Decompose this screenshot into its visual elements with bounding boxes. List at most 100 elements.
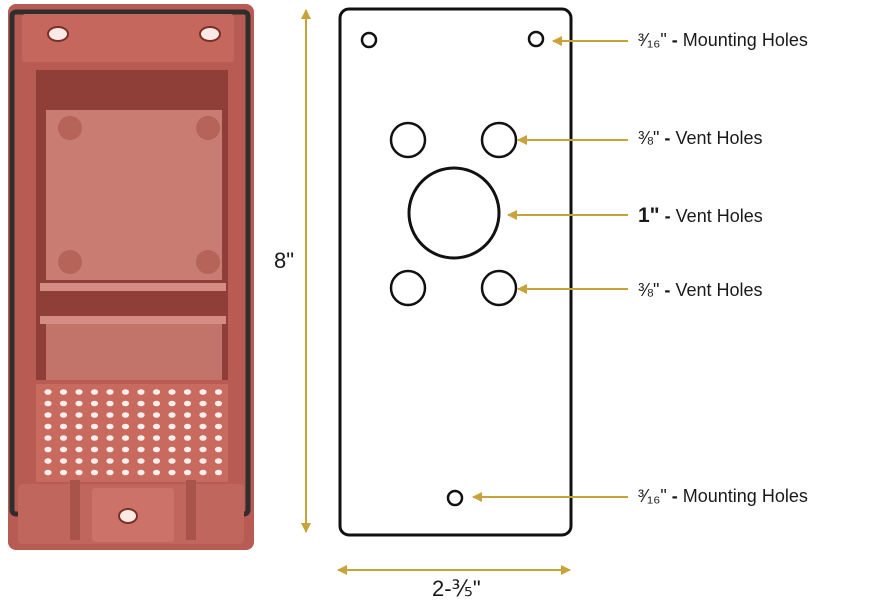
perforation-hole <box>168 389 176 395</box>
plate-outline <box>338 7 573 537</box>
vent-box-ledge-upper <box>40 283 226 291</box>
perforation-hole <box>59 400 68 407</box>
perforation-hole <box>121 412 130 418</box>
perforation-hole <box>214 435 223 441</box>
perforation-hole <box>214 446 223 453</box>
callout-dash-1: - <box>671 30 678 50</box>
perforation-hole <box>214 423 223 430</box>
perforation-hole <box>183 389 192 395</box>
vent-box-top-hole-left <box>47 26 69 42</box>
perforation-hole <box>137 458 145 464</box>
perforation-hole <box>106 400 114 407</box>
perforation-hole <box>199 423 207 430</box>
perforation-hole <box>199 400 207 407</box>
perforation-hole <box>152 423 161 430</box>
perforation-hole <box>90 469 99 476</box>
perforation-hole <box>137 435 145 441</box>
vent-box-perforations <box>44 389 223 476</box>
perforation-hole <box>75 435 83 441</box>
callout-text-3: Vent Holes <box>675 206 763 226</box>
perforation-hole <box>90 435 99 441</box>
height-label: 8" <box>274 248 295 273</box>
callout-text-4: Vent Holes <box>675 280 763 300</box>
perforation-hole <box>59 423 68 430</box>
vent-box-bottom-rib-left <box>70 480 80 540</box>
perforation-hole <box>183 400 192 407</box>
perforation-hole <box>199 412 207 418</box>
perforation-hole <box>121 435 130 441</box>
perforation-hole <box>199 389 207 395</box>
perforation-hole <box>59 446 68 453</box>
perforation-hole <box>106 469 114 476</box>
perforation-hole <box>121 423 130 430</box>
perforation-hole <box>137 389 145 395</box>
perforation-hole <box>75 400 83 407</box>
perforation-hole <box>121 389 130 395</box>
callout-label-2: ⅜" - Vent Holes <box>638 128 763 149</box>
perforation-hole <box>106 435 114 441</box>
callout-size-4: ⅜" <box>638 280 660 300</box>
perforation-hole <box>44 446 52 453</box>
callout-dash-4: - <box>664 280 671 300</box>
perforation-hole <box>121 458 130 464</box>
perforation-hole <box>90 423 99 430</box>
mounting-hole-bottom <box>446 489 464 507</box>
perforation-hole <box>152 446 161 453</box>
callout-size-3: 1" <box>638 204 660 227</box>
perforation-hole <box>199 458 207 464</box>
perforation-hole <box>44 458 52 464</box>
perforation-hole <box>44 423 52 430</box>
perforation-hole <box>168 412 176 418</box>
perforation-hole <box>152 400 161 407</box>
perforation-hole <box>75 446 83 453</box>
perforation-hole <box>168 458 176 464</box>
perforation-hole <box>183 423 192 430</box>
vent-box-illustration <box>8 4 254 550</box>
callout-dash-2: - <box>664 128 671 148</box>
callout-label-5: ³⁄₁₆" - Mounting Holes <box>638 486 808 507</box>
perforation-hole <box>199 446 207 453</box>
perforation-hole <box>44 412 52 418</box>
perforation-hole <box>152 458 161 464</box>
vent-box-top-hole-right <box>199 26 221 42</box>
perforation-hole <box>137 446 145 453</box>
perforation-hole <box>152 412 161 418</box>
width-label: 2-⅗" <box>432 576 481 601</box>
perforation-hole <box>152 469 161 476</box>
perforation-hole <box>214 458 223 464</box>
vent-hole-center-large <box>407 166 501 260</box>
perforation-hole <box>90 389 99 395</box>
perforation-hole <box>137 412 145 418</box>
perforation-hole <box>152 389 161 395</box>
perforation-hole <box>59 458 68 464</box>
vent-box-boss-3 <box>58 250 82 274</box>
vent-hole-upper-right <box>480 121 518 159</box>
perforation-hole <box>75 469 83 476</box>
vent-hole-upper-left <box>389 121 427 159</box>
callout-dash-3: - <box>664 206 671 226</box>
vent-box-bottom-hole <box>118 508 138 524</box>
perforation-hole <box>90 412 99 418</box>
callout-size-5: ³⁄₁₆" <box>638 486 667 506</box>
callout-label-3: 1" - Vent Holes <box>638 204 763 228</box>
vent-box-lower-wall <box>46 320 222 380</box>
perforation-hole <box>106 458 114 464</box>
perforation-hole <box>106 412 114 418</box>
vent-box-boss-4 <box>196 250 220 274</box>
vent-box-bottom-rib-right <box>186 480 196 540</box>
vent-box-boss-1 <box>58 116 82 140</box>
perforation-hole <box>137 423 145 430</box>
perforation-hole <box>75 458 83 464</box>
callout-dash-5: - <box>671 486 678 506</box>
perforation-hole <box>75 412 83 418</box>
perforation-hole <box>90 446 99 453</box>
callout-label-4: ⅜" - Vent Holes <box>638 280 763 301</box>
perforation-hole <box>59 435 68 441</box>
perforation-hole <box>121 400 130 407</box>
perforation-hole <box>44 400 52 407</box>
perforation-hole <box>168 400 176 407</box>
perforation-hole <box>183 435 192 441</box>
perforation-hole <box>75 423 83 430</box>
vent-box-boss-2 <box>196 116 220 140</box>
callout-text-5: Mounting Holes <box>682 486 808 506</box>
